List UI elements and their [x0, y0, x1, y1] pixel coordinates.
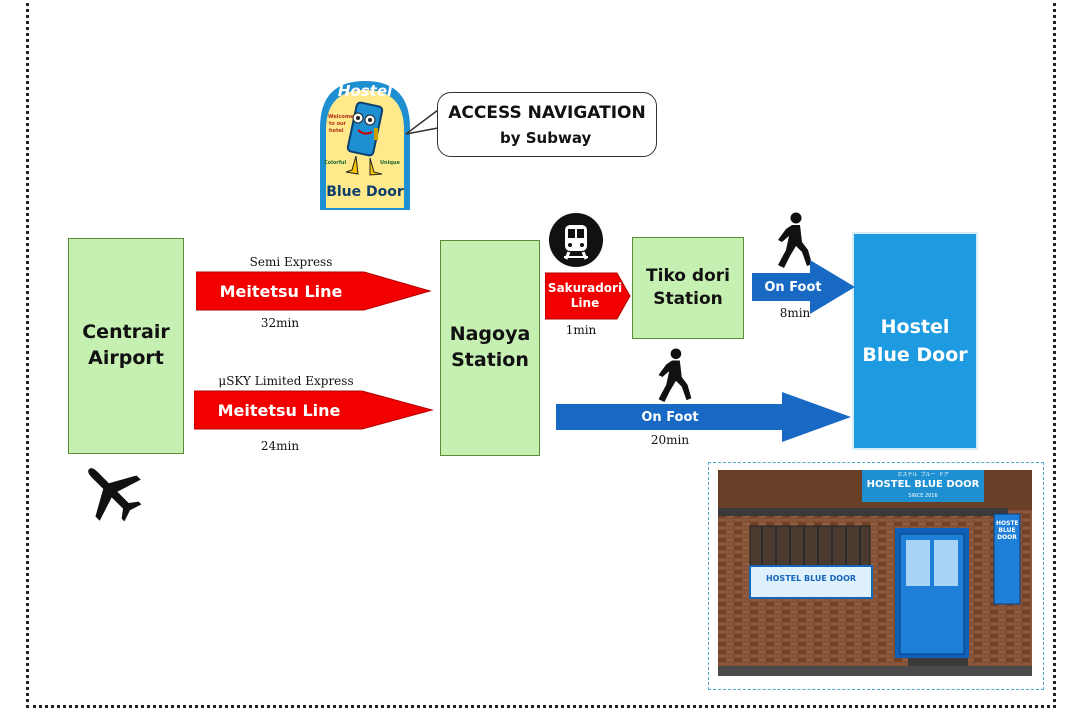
on-foot-label-long: On Foot — [641, 409, 699, 425]
photo-banner: HOSTEL BLUE DOOR — [765, 574, 857, 583]
meitetsu-arrow-semi: Meitetsu Line — [196, 271, 432, 311]
station-nagoya: Nagoya Station — [440, 240, 540, 456]
sky-express-time: 24min — [260, 439, 300, 453]
page-subtitle: by Subway — [500, 129, 592, 147]
logo-bottom-text: Blue Door — [326, 184, 404, 200]
meitetsu-line-label-1: Meitetsu Line — [219, 281, 343, 301]
sky-express-label: μSKY Limited Express — [218, 374, 354, 388]
photo-sign: HOSTEL BLUE DOOR — [866, 479, 980, 490]
logo-welcome-1: Welcome — [328, 114, 354, 120]
photo-side-sign: HOSTEL BLUE DOOR — [996, 520, 1018, 542]
hostel-logo: Hostel Welcome to our hotel Colorful Uni… — [316, 78, 414, 212]
on-foot-time-long: 20min — [650, 433, 690, 447]
walker-icon — [652, 348, 696, 404]
logo-top-text: Hostel — [337, 82, 393, 100]
bubble-tail — [404, 106, 444, 146]
logo-welcome-3: hotel — [329, 128, 344, 134]
station-centrair-airport: Centrair Airport — [68, 238, 184, 454]
logo-side-right: Unique — [380, 160, 400, 166]
semi-express-label: Semi Express — [249, 255, 333, 269]
on-foot-arrow-short: On Foot — [752, 260, 856, 314]
page-title: ACCESS NAVIGATION — [448, 103, 646, 123]
sakuradori-line-label: Sakuradori Line — [547, 281, 623, 310]
title-bubble: ACCESS NAVIGATION by Subway — [437, 92, 657, 157]
on-foot-time-short: 8min — [779, 306, 811, 320]
on-foot-label-short: On Foot — [764, 279, 822, 295]
airplane-icon — [78, 458, 144, 524]
photo-frame — [708, 462, 1044, 690]
meitetsu-line-label-2: Meitetsu Line — [217, 400, 341, 420]
on-foot-arrow-long: On Foot — [556, 392, 852, 442]
photo-sign-small: SINCE 2016 — [908, 493, 938, 499]
train-icon — [548, 212, 604, 268]
station-tiko-dori: Tiko dori Station — [632, 237, 744, 339]
walker-icon — [772, 212, 816, 270]
hostel-blue-door-box: Hostel Blue Door — [854, 234, 976, 448]
logo-welcome-2: to our — [329, 121, 347, 127]
meitetsu-arrow-sky: Meitetsu Line — [194, 390, 434, 430]
hostel-photo: ホステル ブルー ドア HOSTEL BLUE DOOR SINCE 2016 … — [718, 470, 1032, 676]
semi-express-time: 32min — [260, 316, 300, 330]
logo-side-left: Colorful — [324, 160, 347, 166]
sakuradori-arrow: Sakuradori Line — [545, 272, 631, 320]
sakuradori-time: 1min — [565, 323, 597, 337]
photo-sign-kana: ホステル ブルー ドア — [897, 472, 949, 478]
